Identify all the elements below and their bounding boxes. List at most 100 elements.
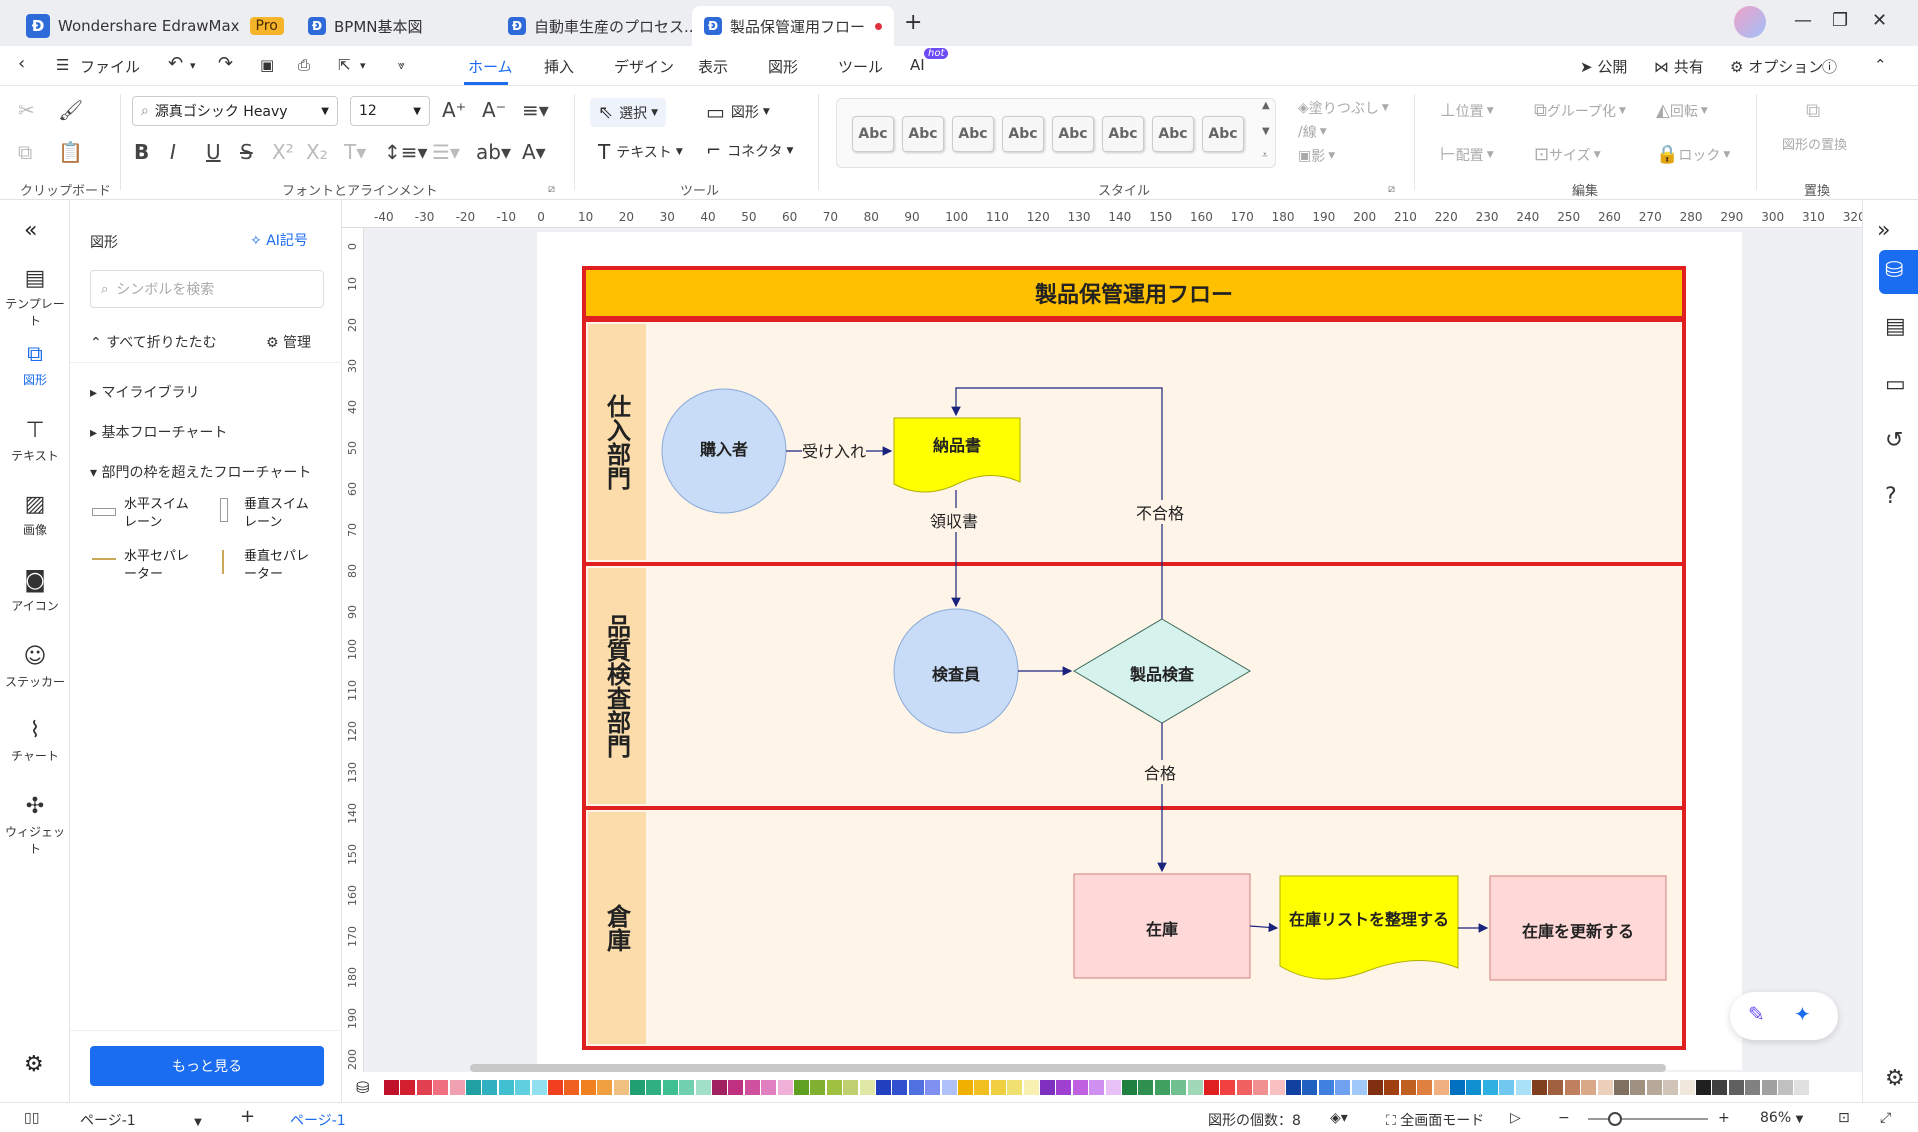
undo-dropdown-icon[interactable]: ▾ <box>190 59 196 72</box>
shape-vertical-separator[interactable]: 垂直セパレーター <box>212 548 312 588</box>
color-swatch[interactable] <box>1105 1080 1121 1095</box>
color-swatch[interactable] <box>843 1080 859 1095</box>
quick-access-dropdown-icon[interactable]: ⩔ <box>398 58 405 72</box>
inventory-box[interactable] <box>1073 873 1251 979</box>
color-swatch[interactable] <box>1728 1080 1744 1095</box>
color-swatch[interactable] <box>1236 1080 1252 1095</box>
save-icon[interactable]: ▣ <box>260 56 275 74</box>
paint-bucket-icon[interactable]: ⛁ <box>1885 258 1904 283</box>
hamburger-icon[interactable]: ☰ <box>56 56 70 74</box>
fill-bucket-icon[interactable]: ⛁ <box>356 1078 370 1097</box>
color-swatch[interactable] <box>1646 1080 1662 1095</box>
ai-sparkle-icon[interactable]: ✦ <box>1794 1002 1811 1026</box>
color-swatch[interactable] <box>384 1080 399 1095</box>
color-swatch[interactable] <box>1368 1080 1383 1095</box>
color-swatch[interactable] <box>974 1080 990 1095</box>
color-swatch[interactable] <box>1040 1080 1055 1095</box>
color-swatch[interactable] <box>662 1080 678 1095</box>
color-swatch[interactable] <box>416 1080 432 1095</box>
layers-icon[interactable]: ◈▾ <box>1330 1110 1348 1126</box>
color-swatch[interactable] <box>646 1080 662 1095</box>
color-swatch[interactable] <box>1351 1080 1367 1095</box>
color-swatch[interactable] <box>1564 1080 1580 1095</box>
zoom-slider[interactable] <box>1588 1118 1708 1120</box>
position-button[interactable]: ⊥ 位置▼ <box>1440 100 1494 121</box>
library-basic-flowchart[interactable]: ▸ 基本フローチャート <box>90 422 227 442</box>
export-icon[interactable]: ⇱ <box>338 56 351 74</box>
style-preset-7[interactable]: Abc <box>1152 116 1194 152</box>
arrange-button[interactable]: ⊢ 配置▼ <box>1440 144 1494 165</box>
color-swatch[interactable] <box>580 1080 596 1095</box>
group-button[interactable]: ⧉ グループ化▼ <box>1534 100 1626 121</box>
color-swatch[interactable] <box>1138 1080 1154 1095</box>
color-swatch[interactable] <box>1515 1080 1531 1095</box>
font-family-select[interactable]: ⌕ 源真ゴシック Heavy ▼ <box>132 96 338 126</box>
avatar[interactable] <box>1734 6 1766 38</box>
menu-home[interactable]: ホーム <box>468 58 513 76</box>
color-swatch[interactable] <box>859 1080 875 1095</box>
color-swatch[interactable] <box>597 1080 613 1095</box>
color-swatch[interactable] <box>1417 1080 1433 1095</box>
superscript-icon[interactable]: X² <box>272 140 294 164</box>
history-icon[interactable]: ↺ <box>1885 428 1904 453</box>
format-painter-icon[interactable]: 🖌 <box>58 98 84 122</box>
color-swatch[interactable] <box>515 1080 531 1095</box>
color-swatch[interactable] <box>728 1080 744 1095</box>
style-preset-1[interactable]: Abc <box>852 116 894 152</box>
fit-width-icon[interactable]: ⤢ <box>1880 1110 1892 1126</box>
gallery-expand-icon[interactable]: ⩡ <box>1262 150 1268 161</box>
page-select[interactable]: ページ-1 ▼ <box>80 1110 202 1130</box>
sidebar-item-sticker[interactable]: ☺ステッカー <box>0 644 70 690</box>
color-swatch[interactable] <box>1302 1080 1318 1095</box>
symbol-search-input[interactable]: ⌕ シンボルを検索 <box>90 270 324 308</box>
increase-font-icon[interactable]: A⁺ <box>442 98 467 122</box>
color-swatch[interactable] <box>1630 1080 1646 1095</box>
tab-auto-production[interactable]: Ð 自動車生産のプロセス... <box>496 6 710 46</box>
color-swatch[interactable] <box>1269 1080 1285 1095</box>
add-page-button[interactable]: + <box>240 1106 256 1127</box>
magic-wand-icon[interactable]: ✎ <box>1748 1002 1765 1026</box>
text-style-icon[interactable]: ab▾ <box>476 140 511 164</box>
color-swatch[interactable] <box>777 1080 793 1095</box>
color-swatch[interactable] <box>449 1080 465 1095</box>
color-swatch[interactable] <box>1499 1080 1515 1095</box>
new-tab-button[interactable]: + <box>904 10 923 35</box>
options-button[interactable]: ⚙ オプション <box>1730 56 1823 77</box>
fullscreen-button[interactable]: ⛶ 全画面モード <box>1386 1110 1484 1130</box>
menu-view[interactable]: 表示 <box>698 58 729 76</box>
gallery-down-icon[interactable]: ▼ <box>1262 126 1270 137</box>
color-swatch[interactable] <box>794 1080 809 1095</box>
color-swatch[interactable] <box>564 1080 580 1095</box>
color-swatch[interactable] <box>1171 1080 1187 1095</box>
underline-icon[interactable]: U <box>206 140 221 164</box>
publish-button[interactable]: ➤ 公開 <box>1580 56 1627 77</box>
color-swatch[interactable] <box>1204 1080 1219 1095</box>
collapse-all-button[interactable]: ⌃ すべて折りたたむ <box>90 332 217 352</box>
play-icon[interactable]: ▷ <box>1510 1110 1521 1126</box>
font-size-select[interactable]: 12 ▼ <box>350 96 430 126</box>
color-swatch[interactable] <box>482 1080 498 1095</box>
settings-gear-icon[interactable]: ⚙ <box>24 1052 44 1077</box>
paste-icon[interactable]: 📋 <box>58 140 83 164</box>
organize-list-shape[interactable] <box>1279 875 1459 980</box>
style-preset-2[interactable]: Abc <box>902 116 944 152</box>
sidebar-item-icons[interactable]: ◙アイコン <box>0 568 70 614</box>
sidebar-item-chart[interactable]: ⌇チャート <box>0 718 70 764</box>
copy-icon[interactable]: ⧉ <box>18 140 33 164</box>
italic-icon[interactable]: I <box>170 140 176 164</box>
expand-panel-icon[interactable]: » <box>1877 218 1891 243</box>
color-swatch[interactable] <box>744 1080 760 1095</box>
color-swatch[interactable] <box>498 1080 514 1095</box>
color-swatch[interactable] <box>531 1080 547 1095</box>
sidebar-item-widget[interactable]: ✣ウィジェット <box>0 794 70 857</box>
menu-insert[interactable]: 挿入 <box>544 58 575 76</box>
color-swatch[interactable] <box>1400 1080 1416 1095</box>
color-swatch[interactable] <box>1007 1080 1023 1095</box>
color-swatch[interactable] <box>1532 1080 1547 1095</box>
font-color-icon[interactable]: A▾ <box>522 140 546 164</box>
restore-button[interactable]: ❐ <box>1832 10 1849 31</box>
gallery-up-icon[interactable]: ▲ <box>1262 100 1270 111</box>
color-swatch[interactable] <box>1187 1080 1203 1095</box>
inventory-to-list-connector[interactable] <box>1249 922 1279 933</box>
rotate-button[interactable]: ◭ 回転▼ <box>1656 100 1708 121</box>
